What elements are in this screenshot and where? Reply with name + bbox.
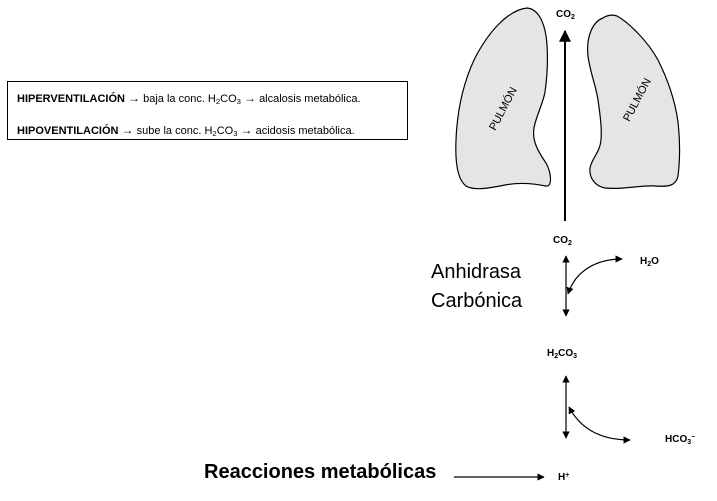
h2co3-b: CO: [558, 348, 574, 359]
arrow-icon: →: [121, 123, 134, 137]
h2o-label: H2O: [640, 256, 659, 268]
hyper-sub-1: 2: [215, 96, 221, 106]
co2-mid-sub: 2: [568, 239, 572, 247]
hyperventilation-term: HIPERVENTILACIÓN: [17, 93, 125, 105]
hypo-text-a: sube la conc. H: [136, 125, 213, 137]
enzyme-label: Anhidrasa Carbónica: [431, 258, 522, 316]
h2o-curved-arrow: [566, 255, 623, 295]
hypo-sub-2: 3: [233, 128, 238, 138]
co2-mid-main: CO: [553, 235, 568, 246]
h-main: H: [558, 472, 566, 483]
arrow-icon: →: [128, 91, 141, 105]
hypoventilation-term: HIPOVENTILACIÓN: [17, 125, 119, 137]
hyperventilation-line: HIPERVENTILACIÓN → baja la conc. H2CO3 →…: [17, 91, 361, 105]
hyper-text-a: baja la conc. H: [143, 93, 216, 105]
hypo-result: acidosis metabólica.: [255, 125, 355, 137]
co2-top-sub: 2: [571, 13, 575, 21]
hco3-main: HCO: [665, 434, 688, 445]
h-ion-label: H+: [558, 472, 569, 483]
hyper-text-b: CO: [220, 93, 237, 105]
h2o-a: H: [640, 256, 648, 267]
enzyme-line-2: Carbónica: [431, 290, 523, 312]
h2co3-label: H2CO3: [547, 348, 578, 360]
right-lung-shape: [587, 14, 681, 190]
arrow-icon: →: [240, 123, 253, 137]
hypoventilation-line: HIPOVENTILACIÓN → sube la conc. H2CO3 → …: [17, 123, 355, 137]
enzyme-line-1: Anhidrasa: [431, 261, 522, 283]
hyper-result: alcalosis metabólica.: [259, 93, 361, 105]
left-lung-shape: [455, 7, 552, 190]
hypo-text-b: CO: [216, 125, 234, 137]
co2-mid-label: CO2: [553, 235, 572, 247]
ventilation-info-box: HIPERVENTILACIÓN → baja la conc. H2CO3 →…: [7, 81, 408, 140]
co2-top-main: CO: [556, 9, 571, 20]
h2o-sub: 2: [647, 260, 652, 268]
hyper-sub-2: 3: [236, 96, 241, 106]
arrow-icon: →: [244, 91, 256, 105]
h2co3-sub-2: 3: [573, 352, 578, 360]
metabolic-reactions-label: Reacciones metabólicas: [204, 461, 437, 483]
h2co3-a: H: [547, 348, 555, 359]
co2-top-label: CO2: [556, 9, 575, 21]
h2o-b: O: [651, 256, 659, 267]
hco3-sub: 3: [687, 438, 692, 446]
h2co3-sub-1: 2: [554, 352, 559, 360]
hco3-sup: −: [691, 433, 696, 441]
hco3-label: HCO3−: [665, 433, 696, 446]
hco3-curved-arrow: [568, 406, 631, 444]
hypo-sub-1: 2: [212, 128, 217, 138]
h-sup: +: [565, 471, 570, 479]
